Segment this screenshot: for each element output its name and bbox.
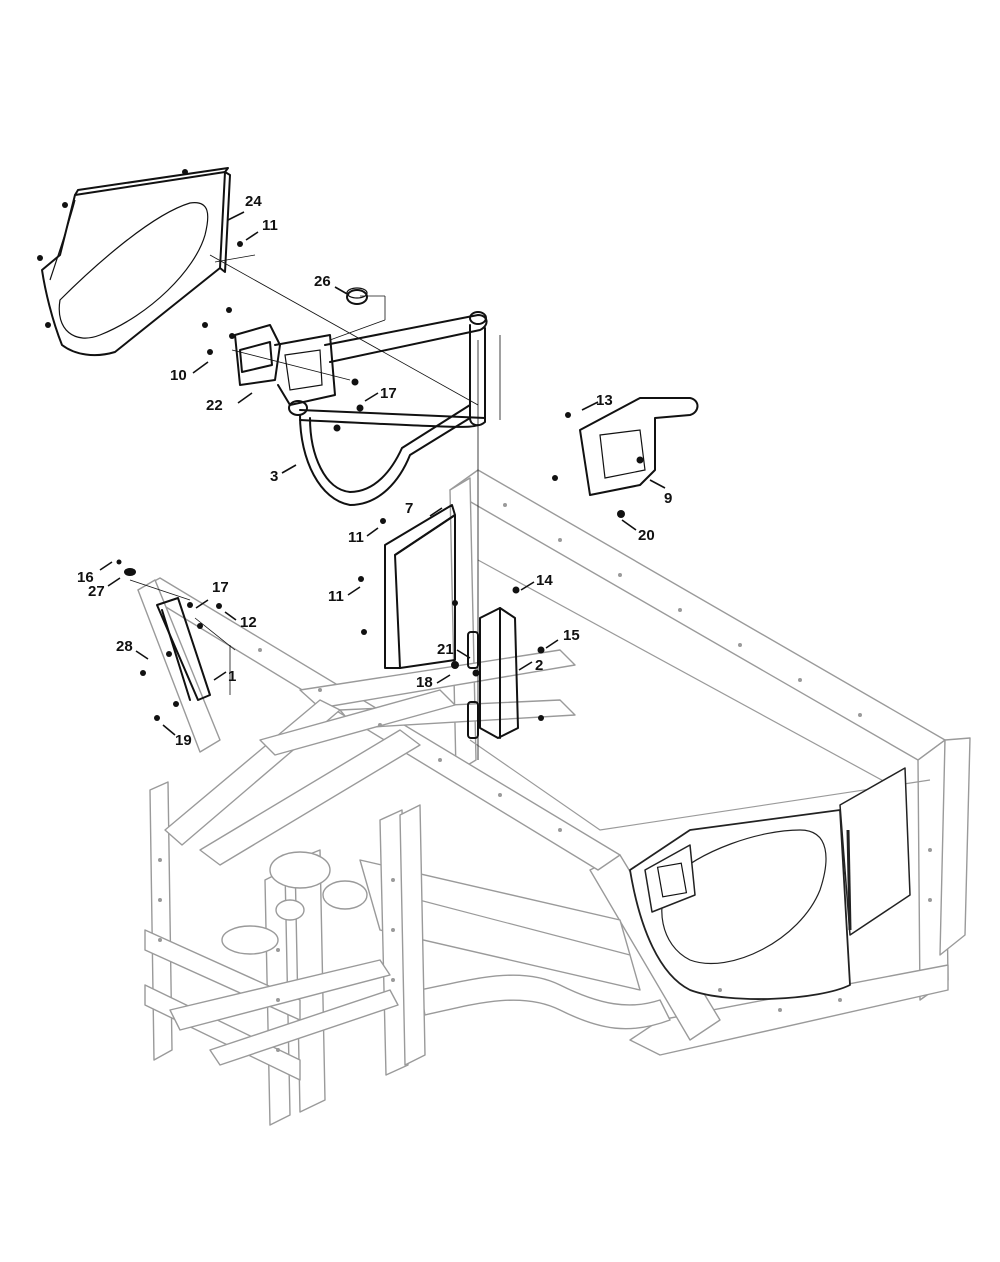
callout-20: 20 (638, 527, 655, 544)
callout-21: 21 (437, 641, 454, 658)
callout-12: 12 (240, 614, 257, 631)
callout-17-upper: 17 (380, 385, 397, 402)
left-hinge-part-1 (156, 597, 211, 701)
callout-11-low: 11 (328, 588, 344, 605)
callout-1: 1 (228, 668, 236, 685)
callout-labels: 24 11 26 10 22 17 3 13 9 20 7 11 11 14 1… (77, 193, 672, 749)
installed-right-door (629, 767, 911, 1000)
callout-14: 14 (536, 572, 553, 589)
callout-19: 19 (175, 732, 192, 749)
mounting-plate-part-7 (384, 504, 456, 669)
callout-7: 7 (405, 500, 413, 517)
callout-15: 15 (563, 627, 580, 644)
callout-leaders (99, 211, 666, 736)
callout-28: 28 (116, 638, 133, 655)
grab-handle-part-3 (288, 311, 488, 506)
part-24-screws (37, 169, 243, 328)
callout-22: 22 (206, 397, 223, 414)
callout-24: 24 (245, 193, 262, 210)
hinge-hardware (451, 586, 545, 721)
left-hinge-hardware (116, 559, 222, 721)
callout-13: 13 (596, 392, 613, 409)
latch-nuts-part-17 (333, 378, 364, 432)
cap-part-26 (346, 287, 368, 305)
callout-11-mid: 11 (348, 529, 364, 546)
vehicle-frame (137, 469, 971, 1126)
callout-16: 16 (77, 569, 94, 586)
door-panel-part-24 (41, 167, 231, 357)
plate-hardware (358, 518, 458, 635)
callout-10: 10 (170, 367, 187, 384)
bracket-hardware (552, 412, 644, 518)
latch-screws-part-10 (202, 307, 235, 355)
callout-17-lower: 17 (212, 579, 229, 596)
bracket-part-9 (579, 397, 699, 496)
callout-11-top: 11 (262, 217, 278, 234)
callout-26: 26 (314, 273, 331, 290)
callout-9: 9 (664, 490, 672, 507)
callout-27: 27 (88, 583, 105, 600)
hinge-post-part-2 (467, 607, 519, 739)
assembly-guide-lines (129, 254, 501, 760)
latch-part-22 (234, 324, 336, 406)
callout-3: 3 (270, 468, 278, 485)
callout-2: 2 (535, 657, 543, 674)
callout-18: 18 (416, 674, 433, 691)
